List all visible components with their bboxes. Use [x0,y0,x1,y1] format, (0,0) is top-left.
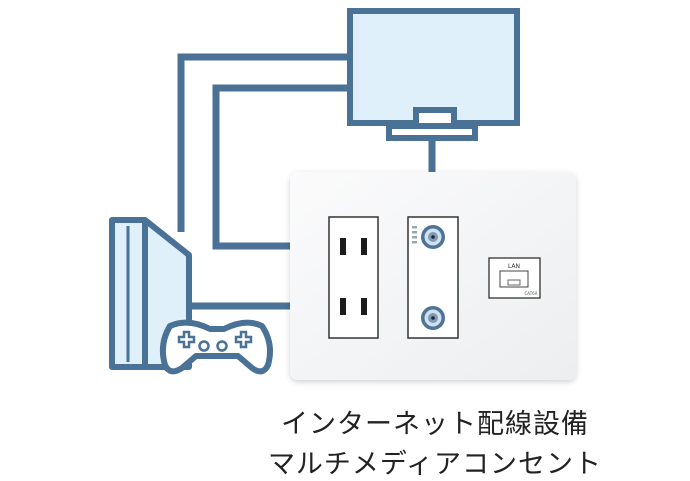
cable-tv-to-console-outer [177,53,350,232]
lan-brand-mark: CAT6A [525,291,538,296]
caption-line-1: インターネット配線設備 [281,409,589,440]
tv-monitor-icon [347,8,520,141]
power-socket-lower [340,298,367,315]
lan-label: LAN [508,263,520,270]
cable-tv-to-outlet-inner [212,84,350,250]
power-socket-module [328,216,379,339]
lan-socket-module: LAN CAT6A [488,257,541,299]
coax-connector-lower [421,306,445,330]
power-socket-upper [340,238,367,255]
caption-line-2: マルチメディアコンセント [267,449,603,480]
connection-cables [177,53,436,310]
coax-connector-upper [421,225,445,249]
multimedia-outlet-plate: LAN CAT6A [290,172,576,380]
indicator-marks [412,226,417,244]
game-controller-icon [159,319,273,375]
antenna-socket-module [407,216,459,339]
